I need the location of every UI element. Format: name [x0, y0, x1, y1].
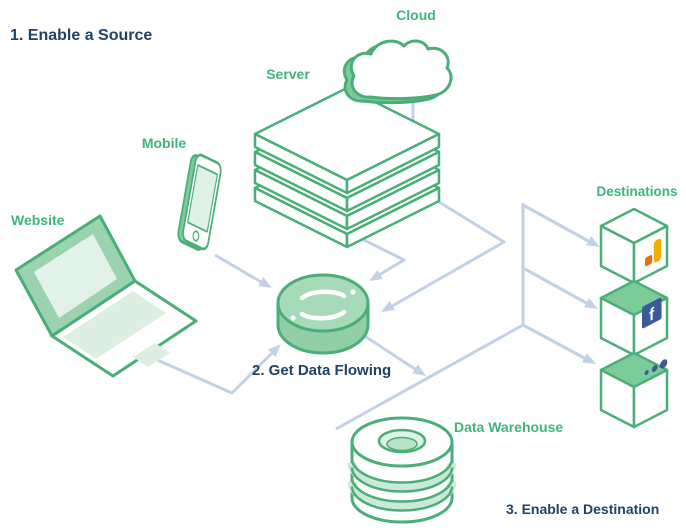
- google-analytics-cube: [599, 207, 669, 285]
- segment-logo-icon: [290, 289, 356, 321]
- arrowhead: [412, 364, 426, 376]
- step2-label: 2. Get Data Flowing: [252, 362, 391, 379]
- laptop-screen: [34, 234, 117, 318]
- labels: 1. Enable a Source Cloud Server Mobile W…: [10, 7, 678, 517]
- laptop-trackpad: [133, 343, 170, 367]
- arrowhead: [381, 300, 395, 312]
- facebook-icon: f: [642, 297, 662, 329]
- smartphone-icon: [177, 153, 222, 251]
- website-label: Website: [11, 212, 65, 228]
- cloud-label: Cloud: [396, 7, 436, 23]
- line-server-to-hub: [357, 235, 406, 280]
- arrowheads: [258, 236, 600, 376]
- hub-top: [276, 273, 370, 333]
- line-branch-analytics: [522, 203, 593, 245]
- line-branch-dots: [522, 323, 589, 362]
- dots-app-cube: [599, 351, 669, 429]
- mobile-label: Mobile: [142, 135, 187, 151]
- line-branch-facebook: [522, 266, 591, 307]
- three-dots-icon: [644, 359, 668, 376]
- database-icon: [347, 416, 457, 524]
- laptop-icon: [14, 214, 198, 378]
- step1-label: 1. Enable a Source: [10, 27, 152, 44]
- line-website-to-hub: [145, 347, 278, 395]
- arrowhead: [258, 276, 272, 288]
- server-stack-icon: [253, 86, 441, 249]
- arrowhead: [369, 269, 383, 281]
- facebook-cube: f: [599, 279, 669, 357]
- arrowhead: [582, 353, 596, 364]
- step3-label: 3. Enable a Destination: [506, 501, 659, 517]
- cloud-icon: [342, 39, 453, 105]
- arrowhead: [268, 344, 281, 357]
- db-hole-inner: [386, 436, 418, 452]
- arrowhead: [584, 298, 598, 309]
- phone-screen: [187, 164, 218, 233]
- cloud-face: [349, 39, 453, 101]
- arrowhead: [586, 236, 600, 247]
- server-slab: [253, 86, 441, 195]
- connector-lines: [145, 102, 593, 431]
- line-hub-outbound: [356, 329, 419, 373]
- google-analytics-icon: [645, 238, 662, 267]
- line-junction-to-warehouse: [335, 323, 524, 431]
- laptop-keyboard: [63, 291, 166, 359]
- warehouse-label: Data Warehouse: [454, 419, 563, 435]
- segment-hub: [276, 273, 370, 355]
- line-mobile-to-hub: [214, 253, 267, 287]
- phone-home-button: [192, 230, 200, 242]
- destinations-label: Destinations: [596, 184, 677, 199]
- facebook-glyph: f: [649, 304, 654, 326]
- server-label: Server: [266, 66, 310, 82]
- destination-cubes: f: [599, 207, 669, 429]
